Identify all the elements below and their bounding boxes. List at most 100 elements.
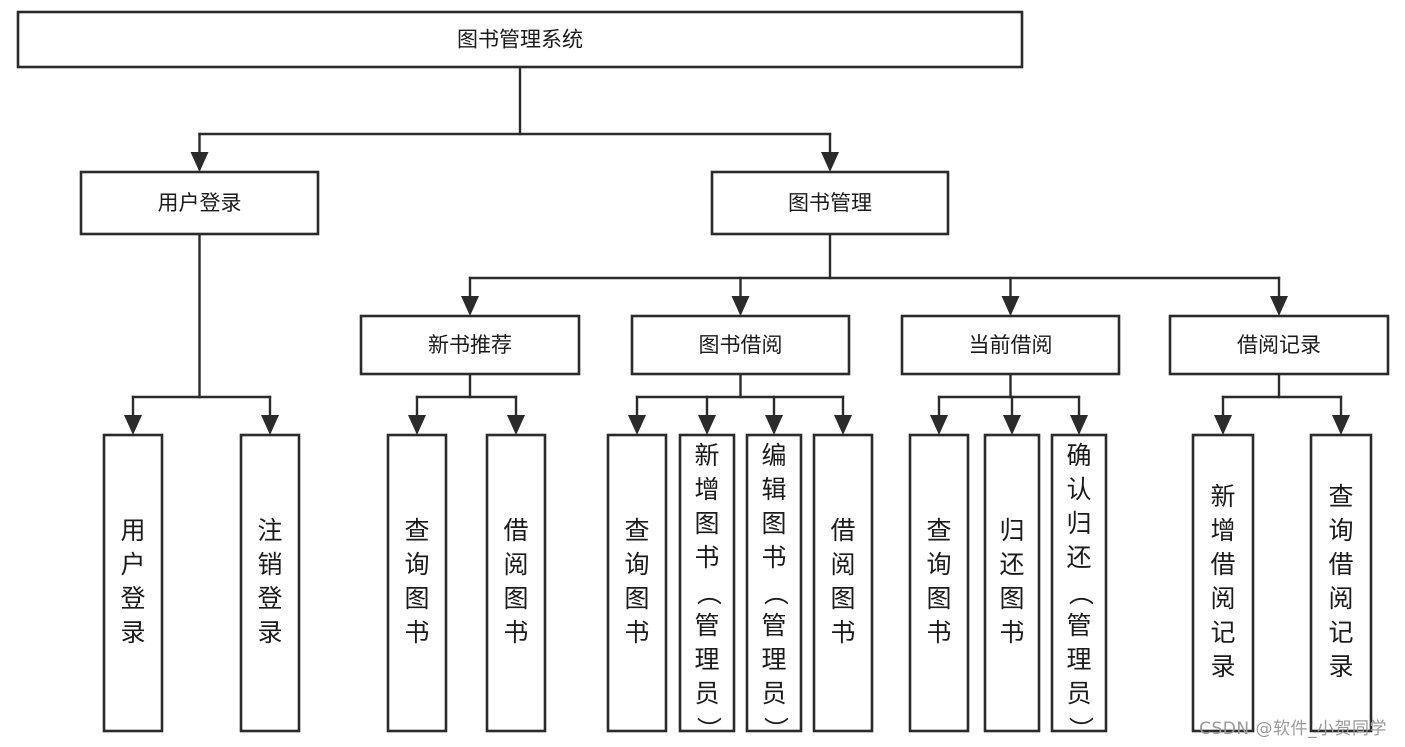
- node-box-leaf-query-book-1: [386, 433, 448, 733]
- node-label-leaf-query-record-char-5: 录: [1328, 652, 1353, 681]
- node-label-leaf-edit-book-char-6: 理: [761, 645, 786, 674]
- edge-arrow-icon: [1270, 296, 1288, 316]
- edge-arrow-icon: [1070, 415, 1088, 435]
- node-label-leaf-return-book-char-0: 归: [999, 516, 1024, 545]
- node-box-borrow-record: [1168, 314, 1390, 376]
- node-label-leaf-confirm-return-char-5: 管: [1066, 611, 1091, 640]
- node-label-leaf-return-book-char-1: 还: [999, 550, 1024, 579]
- node-box-leaf-query-record: [1309, 433, 1373, 733]
- node-borrow-record[interactable]: 借阅记录: [1168, 314, 1390, 376]
- edge-group-book-manage: [461, 232, 1288, 316]
- node-label-leaf-confirm-return-char-0: 确: [1066, 441, 1091, 470]
- node-label-leaf-query-book-3-char-3: 书: [926, 618, 951, 647]
- node-label-leaf-add-book-char-7: 员: [694, 679, 719, 708]
- node-label-leaf-query-record-char-4: 记: [1328, 618, 1353, 647]
- node-label-leaf-confirm-return-char-1: 认: [1066, 475, 1091, 504]
- node-label-leaf-query-book-1-char-2: 图: [404, 584, 429, 613]
- node-label-leaf-confirm-return-char-8: ）: [1066, 716, 1095, 741]
- node-box-leaf-add-record: [1191, 433, 1255, 733]
- node-box-leaf-borrow-book-1: [485, 433, 547, 733]
- edge-arrow-icon: [765, 415, 783, 435]
- node-user-login[interactable]: 用户登录: [79, 170, 320, 236]
- edge-group-book-borrow: [628, 372, 852, 435]
- node-label-leaf-logout-char-3: 录: [257, 618, 282, 647]
- node-label-leaf-borrow-book-1-char-1: 阅: [503, 550, 528, 579]
- node-label-leaf-query-record-char-0: 查: [1328, 482, 1353, 511]
- node-label-leaf-query-book-2-char-3: 书: [624, 618, 649, 647]
- node-label-leaf-logout-char-2: 登: [257, 584, 282, 613]
- node-box-book-borrow: [630, 314, 851, 376]
- node-label-leaf-add-book-char-1: 增: [694, 475, 719, 504]
- node-label-leaf-confirm-return-char-2: 归: [1066, 509, 1091, 538]
- edge-group-user-login: [124, 232, 279, 435]
- node-label-user-login: 用户登录: [158, 191, 242, 215]
- edge-arrow-icon: [1214, 415, 1232, 435]
- edge-arrow-icon: [261, 415, 279, 435]
- node-label-leaf-confirm-return-char-3: 还: [1066, 543, 1091, 572]
- node-label-leaf-borrow-book-2-char-3: 书: [830, 618, 855, 647]
- node-label-leaf-user-login-char-2: 登: [120, 584, 145, 613]
- edges-layer: [124, 65, 1350, 435]
- node-label-leaf-edit-book-char-1: 辑: [761, 475, 786, 504]
- node-label-leaf-borrow-book-1-char-3: 书: [503, 618, 528, 647]
- node-root[interactable]: 图书管理系统: [16, 10, 1024, 69]
- node-box-leaf-add-book: [678, 433, 736, 733]
- node-label-leaf-confirm-return-char-6: 理: [1066, 645, 1091, 674]
- node-label-leaf-borrow-book-2-char-1: 阅: [830, 550, 855, 579]
- node-book-manage[interactable]: 图书管理: [710, 170, 950, 236]
- node-label-leaf-add-book-char-4: （: [694, 580, 723, 605]
- node-label-leaf-add-record-char-2: 借: [1210, 550, 1235, 579]
- node-label-current-borrow: 当前借阅: [969, 333, 1053, 357]
- node-current-borrow[interactable]: 当前借阅: [900, 314, 1121, 376]
- node-label-leaf-edit-book-char-3: 书: [761, 543, 786, 572]
- node-label-book-borrow: 图书借阅: [699, 333, 783, 357]
- node-leaf-user-login[interactable]: 用户登录: [102, 433, 164, 733]
- node-box-user-login: [79, 170, 320, 236]
- node-label-leaf-add-book-char-8: ）: [694, 716, 723, 741]
- node-label-new-book-recommend: 新书推荐: [428, 333, 512, 357]
- node-box-leaf-query-book-3: [908, 433, 970, 733]
- node-label-leaf-borrow-book-2-char-0: 借: [830, 516, 855, 545]
- node-label-leaf-add-record-char-0: 新: [1210, 482, 1235, 511]
- node-new-book-recommend[interactable]: 新书推荐: [359, 314, 581, 376]
- node-label-leaf-edit-book-char-2: 图: [761, 509, 786, 538]
- node-box-new-book-recommend: [359, 314, 581, 376]
- edge-arrow-icon: [1003, 415, 1021, 435]
- node-label-root: 图书管理系统: [457, 28, 583, 52]
- node-label-leaf-confirm-return-char-4: （: [1066, 580, 1095, 605]
- node-label-leaf-query-book-1-char-3: 书: [404, 618, 429, 647]
- node-label-leaf-edit-book-char-7: 员: [761, 679, 786, 708]
- node-label-leaf-query-record-char-3: 阅: [1328, 584, 1353, 613]
- edge-group-root: [190, 65, 839, 172]
- node-label-leaf-edit-book-char-5: 管: [761, 611, 786, 640]
- node-label-leaf-borrow-book-2-char-2: 图: [830, 584, 855, 613]
- node-label-borrow-record: 借阅记录: [1237, 333, 1321, 357]
- node-box-leaf-borrow-book-2: [812, 433, 874, 733]
- node-book-borrow[interactable]: 图书借阅: [630, 314, 851, 376]
- node-box-current-borrow: [900, 314, 1121, 376]
- node-box-leaf-logout: [239, 433, 301, 733]
- node-label-leaf-confirm-return-char-7: 员: [1066, 679, 1091, 708]
- node-label-leaf-add-record-char-3: 阅: [1210, 584, 1235, 613]
- node-label-leaf-add-book-char-5: 管: [694, 611, 719, 640]
- edge-arrow-icon: [930, 415, 948, 435]
- node-label-leaf-add-book-char-2: 图: [694, 509, 719, 538]
- node-label-leaf-edit-book-char-4: （: [761, 580, 790, 605]
- node-label-book-manage: 图书管理: [788, 191, 872, 215]
- edge-arrow-icon: [507, 415, 525, 435]
- node-label-leaf-borrow-book-1-char-2: 图: [503, 584, 528, 613]
